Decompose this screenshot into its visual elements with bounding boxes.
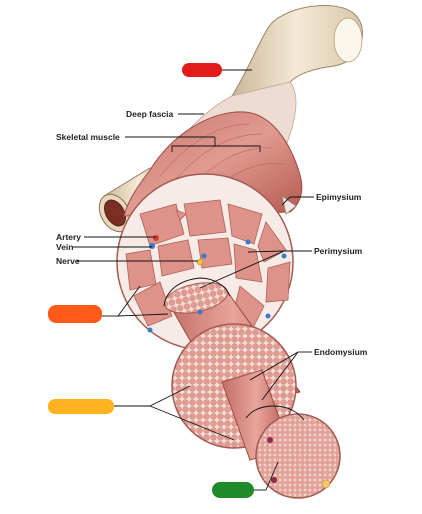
vessels [147,235,287,333]
label-skeletal-muscle: Skeletal muscle [56,132,120,142]
label-epimysium: Epimysium [316,192,362,202]
bundle-marker [48,305,102,323]
fiber-outline-arc [245,405,305,421]
label-nerve: Nerve [56,256,80,266]
label-deep-fascia: Deep fascia [126,109,174,119]
label-endomysium: Endomysium [314,347,368,357]
fiber-marker [212,482,254,498]
label-artery: Artery [56,232,82,242]
label-perimysium: Perimysium [314,246,363,256]
muscle-cross-section [116,173,294,351]
tendon-marker [182,63,222,77]
muscle-fiber-cross-section [255,413,341,499]
fascicle-cross-section [171,323,297,461]
fascicle-marker [48,399,114,414]
fascicle-outline-arc [163,277,231,307]
bone-upper [231,5,363,113]
leader-lines [72,69,314,491]
label-vein: Vein [56,242,74,252]
epimysium-flap [281,195,297,215]
